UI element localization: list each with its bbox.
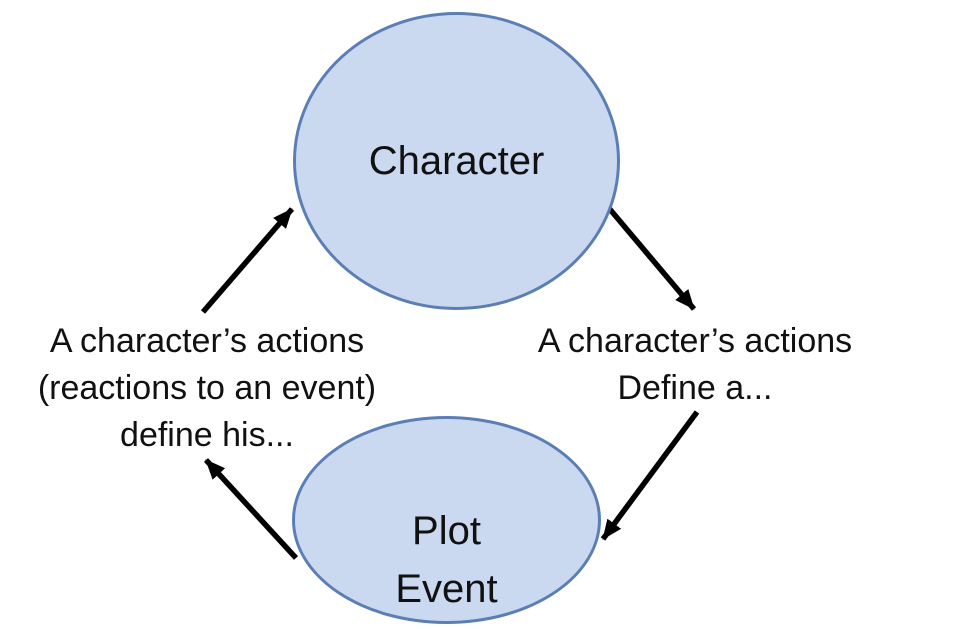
node-plot-event: Plot Event	[292, 416, 601, 624]
edge-label-line: Define a...	[617, 369, 773, 407]
node-character: Character	[293, 12, 620, 310]
arrow-character-to-right-label-icon	[605, 205, 697, 311]
edge-label-line: (reactions to an event)	[37, 369, 377, 407]
edge-label-line: A character’s actions	[537, 322, 853, 360]
arrow-left-label-to-character-icon	[200, 207, 295, 314]
edge-label-line: define his...	[120, 416, 294, 454]
edge-label-plot-to-character: A character’s actions (reactions to an e…	[7, 318, 407, 459]
node-plot-event-label-line1: Plot	[412, 509, 481, 553]
arrow-plot-event-to-left-label-icon	[203, 458, 299, 560]
node-character-label: Character	[368, 139, 545, 183]
edge-label-line: A character’s actions	[49, 322, 365, 360]
node-plot-event-label-line2: Event	[395, 567, 498, 611]
edge-label-character-to-plot: A character’s actions Define a...	[495, 318, 895, 412]
arrow-right-label-to-plot-event-icon	[600, 410, 700, 541]
